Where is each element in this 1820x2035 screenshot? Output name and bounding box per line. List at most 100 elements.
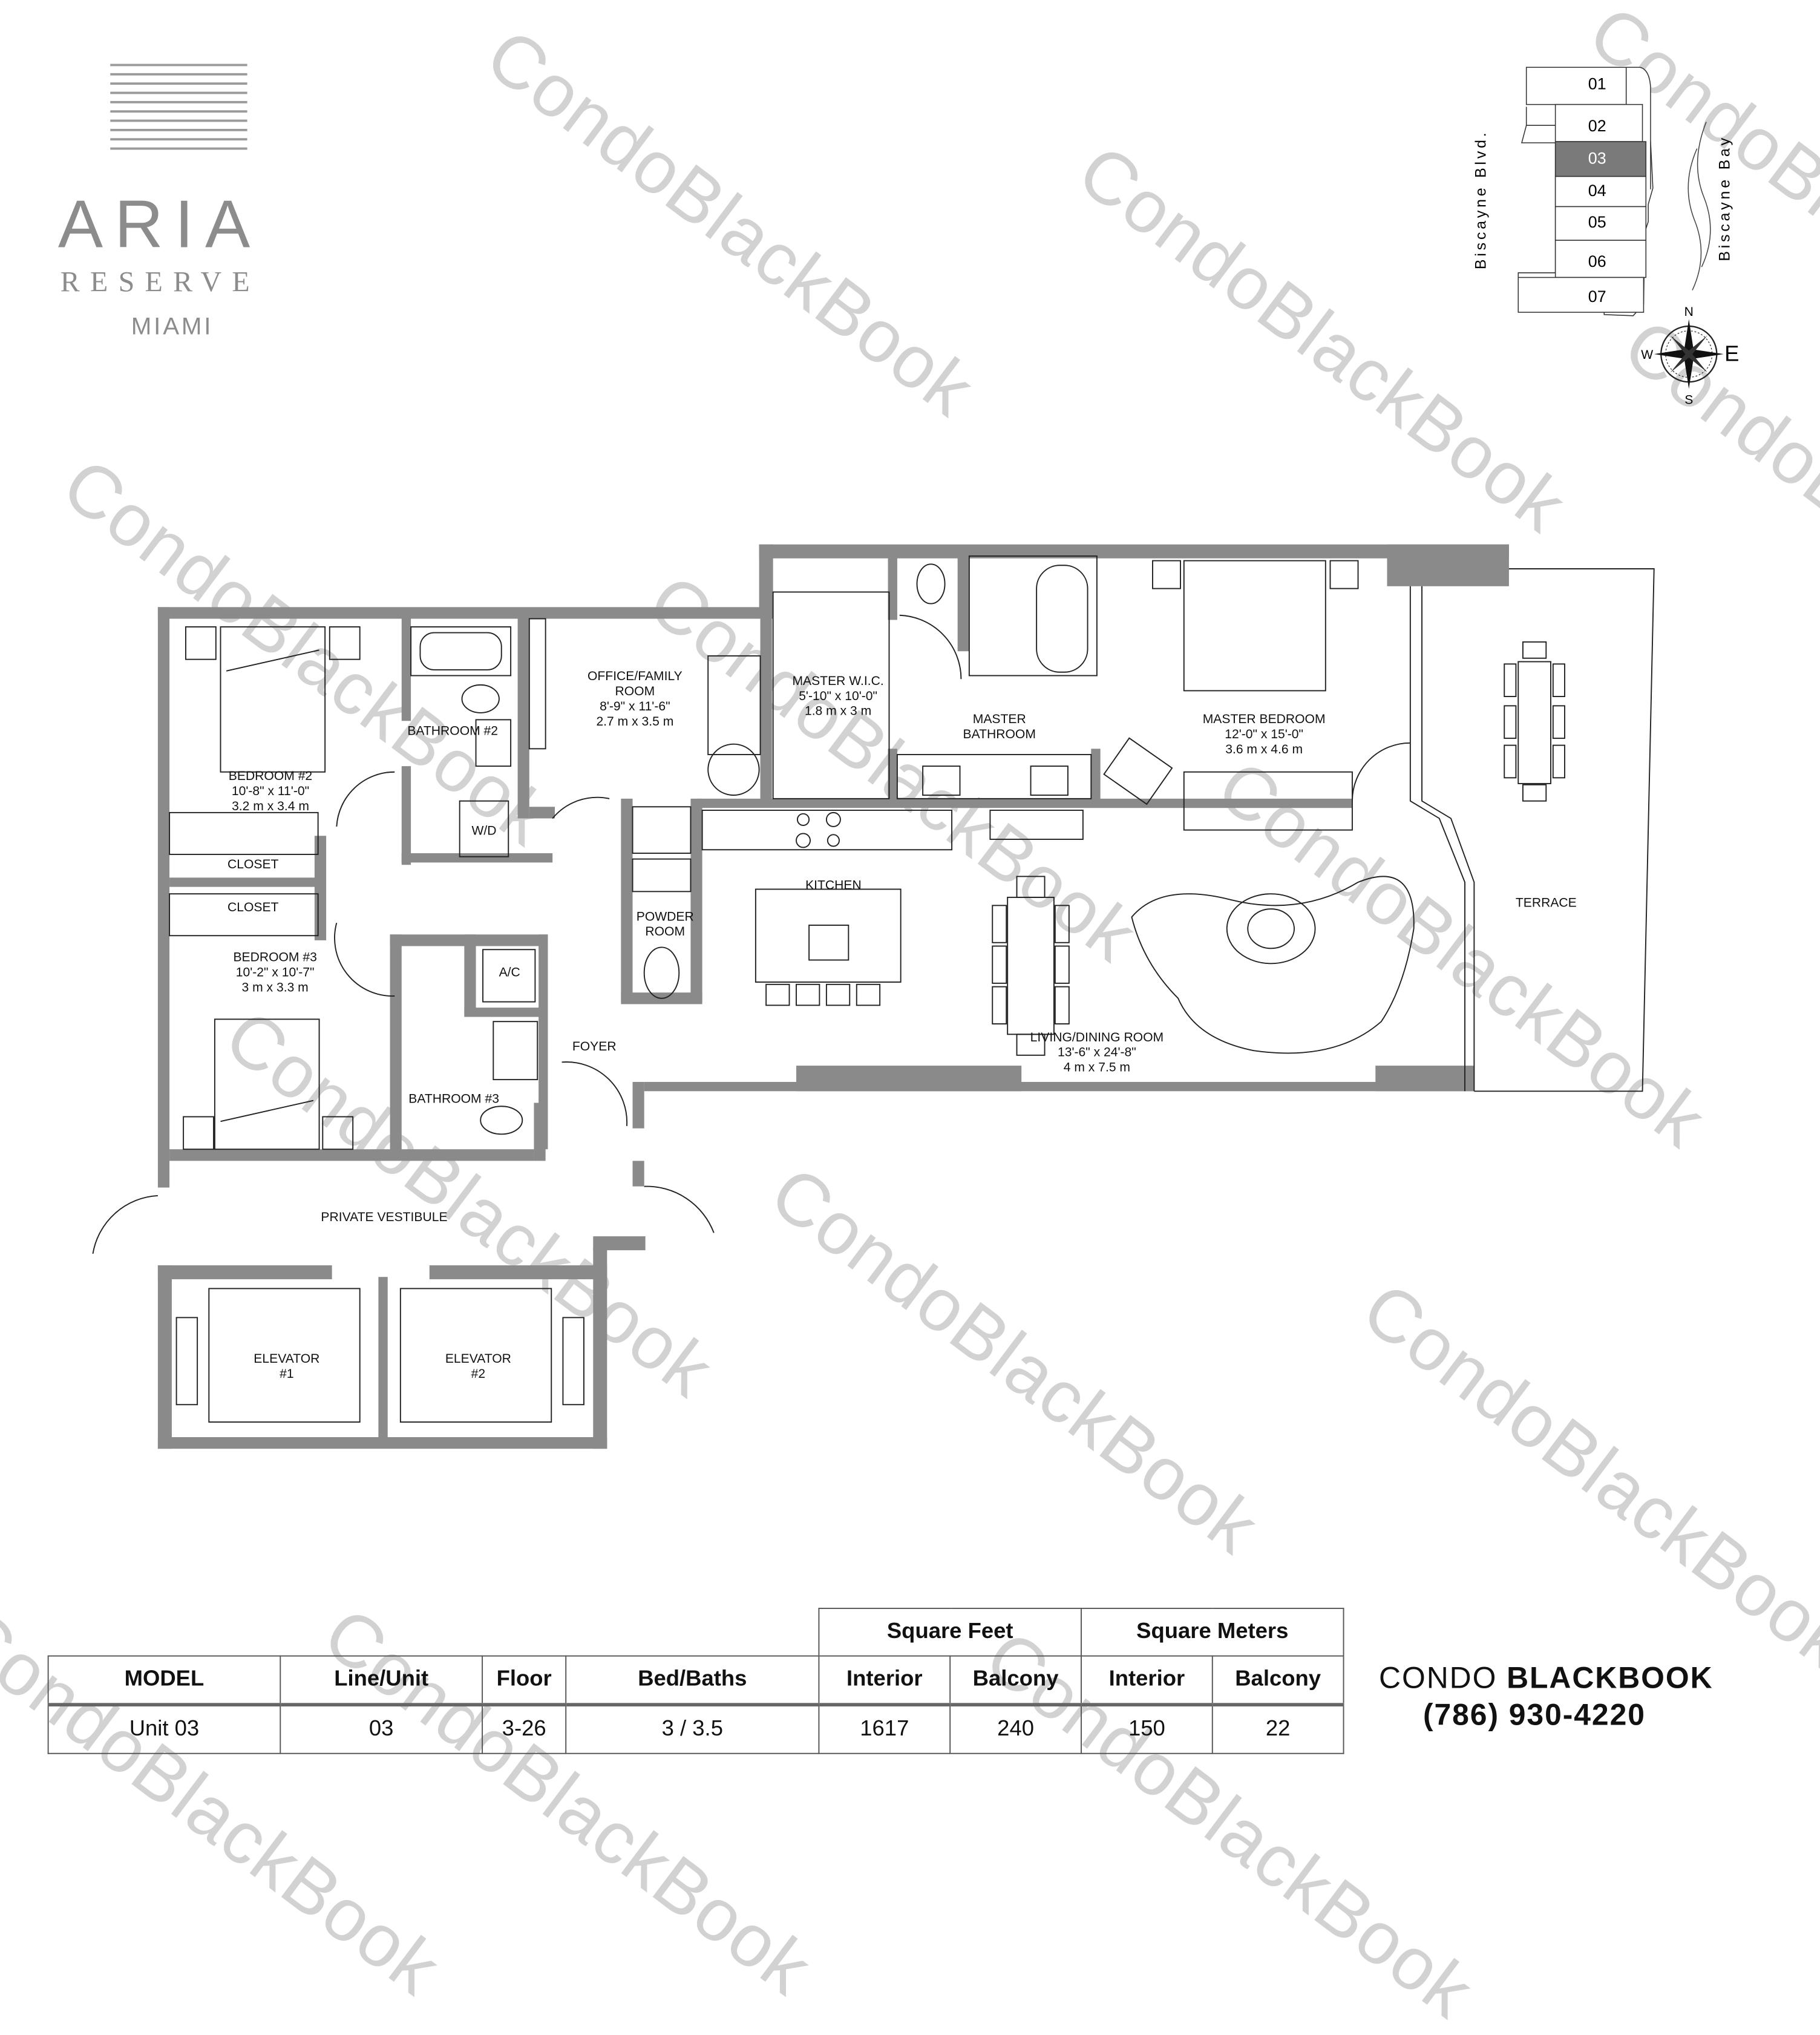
room-size-ft: 5'-10" x 10'-0" [799, 689, 877, 704]
room-size-m: 3.6 m x 4.6 m [1225, 742, 1303, 757]
compass-n: N [1684, 305, 1694, 319]
value-sqft-balcony: 240 [949, 1703, 1082, 1754]
room-closet-2: CLOSET [227, 901, 278, 916]
table-group-header-row: Square Feet Square Meters [48, 1607, 1344, 1657]
header-sqm-balcony: Balcony [1211, 1655, 1344, 1706]
key-unit-06 [1554, 240, 1647, 278]
room-private-vestibule: PRIVATE VESTIBULE [321, 1211, 447, 1226]
key-unit-05 [1554, 206, 1647, 241]
header-square-feet: Square Feet [818, 1607, 1082, 1657]
room-name: PRIVATE VESTIBULE [321, 1210, 448, 1225]
compass-w: W [1641, 348, 1653, 362]
value-sqm-balcony: 22 [1211, 1703, 1344, 1754]
brand-light: CONDO [1379, 1660, 1507, 1695]
fixtures-and-furniture [92, 555, 1655, 1423]
header-bed-baths: Bed/Baths [565, 1655, 820, 1706]
brand-bold: BLACKBOOK [1507, 1660, 1714, 1695]
room-size-ft: 8'-9" x 11'-6" [600, 700, 670, 714]
room-name: MASTER W.I.C. [792, 674, 884, 689]
room-size-m: 1.8 m x 3 m [804, 704, 872, 719]
room-name: CLOSET [227, 857, 279, 872]
terrace-outline [1474, 568, 1655, 1092]
room-name: ELEVATOR [445, 1352, 511, 1366]
room-size-ft: 10'-8" x 11'-0" [231, 784, 310, 799]
room-powder: POWDER ROOM [637, 910, 694, 940]
key-unit-04 [1554, 175, 1647, 208]
value-sqm-interior: 150 [1081, 1703, 1213, 1754]
key-unit-07 [1517, 277, 1645, 313]
unit-spec-table: Square Feet Square Meters MODEL Line/Uni… [47, 1607, 1344, 1754]
room-name: #1 [280, 1367, 294, 1381]
compass-rose-icon [1654, 319, 1724, 389]
logo-name: ARIA [57, 186, 262, 263]
key-plan: 01 02 03 04 05 06 07 Biscayne Blvd. Bisc… [1473, 67, 1739, 407]
room-living-dining: LIVING/DINING ROOM 13'-6" x 24'-8" 4 m x… [1030, 1031, 1164, 1076]
header-sqm-interior: Interior [1081, 1655, 1213, 1706]
room-bathroom-2: BATHROOM #2 [407, 724, 498, 739]
value-model: Unit 03 [47, 1703, 281, 1754]
curved-sofa [1131, 876, 1415, 1054]
room-closet-1: CLOSET [227, 858, 278, 873]
key-label-07: 07 [1588, 287, 1606, 306]
room-size-ft: 13'-6" x 24'-8" [1057, 1046, 1136, 1060]
room-size-m: 4 m x 7.5 m [1063, 1061, 1131, 1075]
brand-phone: (786) 930-4220 [1422, 1697, 1646, 1732]
logo-city: MIAMI [131, 313, 214, 341]
room-name: BATHROOM #2 [407, 724, 499, 739]
room-name: POWDER [636, 910, 694, 925]
terrace-table [1517, 661, 1551, 784]
room-bathroom-3: BATHROOM #3 [408, 1092, 499, 1107]
water-waves-icon [1687, 122, 1711, 290]
logo-lines-graphic [110, 64, 247, 157]
room-name: FOYER [572, 1040, 617, 1054]
room-name: ROOM [645, 925, 686, 939]
room-name: KITCHEN [805, 879, 862, 893]
room-elevator-2: ELEVATOR #2 [445, 1352, 511, 1383]
room-foyer: FOYER [572, 1040, 617, 1055]
value-line-unit: 03 [280, 1703, 483, 1754]
room-name: BATHROOM #3 [408, 1092, 499, 1107]
compass-e: E [1724, 341, 1739, 366]
room-name: BEDROOM #3 [233, 951, 317, 965]
room-master-bathroom: MASTER BATHROOM [963, 713, 1036, 743]
header-sqft-interior: Interior [818, 1655, 951, 1706]
room-terrace: TERRACE [1516, 896, 1577, 911]
bay-label: Biscayne Bay [1716, 135, 1733, 261]
value-floor: 3-26 [482, 1703, 567, 1754]
room-size-m: 2.7 m x 3.5 m [596, 715, 674, 729]
room-size-ft: 10'-2" x 10'-7" [235, 966, 315, 980]
header-sqft-balcony: Balcony [949, 1655, 1082, 1706]
room-name: TERRACE [1515, 896, 1577, 911]
room-name: #2 [471, 1367, 486, 1381]
header-line-unit: Line/Unit [280, 1655, 483, 1706]
table-header-row: MODEL Line/Unit Floor Bed/Baths Interior… [47, 1655, 1344, 1706]
header-floor: Floor [482, 1655, 567, 1706]
room-bedroom-3: BEDROOM #3 10'-2" x 10'-7" 3 m x 3.3 m [233, 951, 316, 996]
room-kitchen: KITCHEN [805, 879, 862, 894]
room-size-m: 3 m x 3.3 m [241, 981, 309, 995]
key-label-03: 03 [1588, 149, 1606, 167]
logo-sub: RESERVE [60, 267, 260, 299]
room-size-ft: 12'-0" x 15'-0" [1225, 727, 1304, 742]
key-label-01: 01 [1588, 75, 1606, 93]
room-washer-dryer: W/D [471, 824, 496, 839]
key-label-06: 06 [1588, 252, 1606, 270]
room-master-wic: MASTER W.I.C. 5'-10" x 10'-0" 1.8 m x 3 … [792, 675, 883, 720]
room-name: LIVING/DINING ROOM [1030, 1031, 1164, 1045]
room-name: A/C [499, 966, 520, 980]
header-square-meters: Square Meters [1081, 1607, 1344, 1657]
room-name: ROOM [615, 684, 655, 699]
room-name: OFFICE/FAMILY [587, 669, 682, 684]
room-ac: A/C [499, 966, 520, 981]
value-bed-baths: 3 / 3.5 [565, 1703, 820, 1754]
room-name: BATHROOM [963, 727, 1036, 742]
room-office: OFFICE/FAMILY ROOM 8'-9" x 11'-6" 2.7 m … [588, 670, 682, 730]
room-name: ELEVATOR [254, 1352, 320, 1366]
room-name: CLOSET [227, 900, 279, 915]
room-name: MASTER BEDROOM [1202, 712, 1326, 727]
key-label-05: 05 [1588, 213, 1606, 231]
table-blank [48, 1608, 819, 1657]
key-label-02: 02 [1588, 117, 1606, 135]
header-model: MODEL [47, 1655, 281, 1706]
